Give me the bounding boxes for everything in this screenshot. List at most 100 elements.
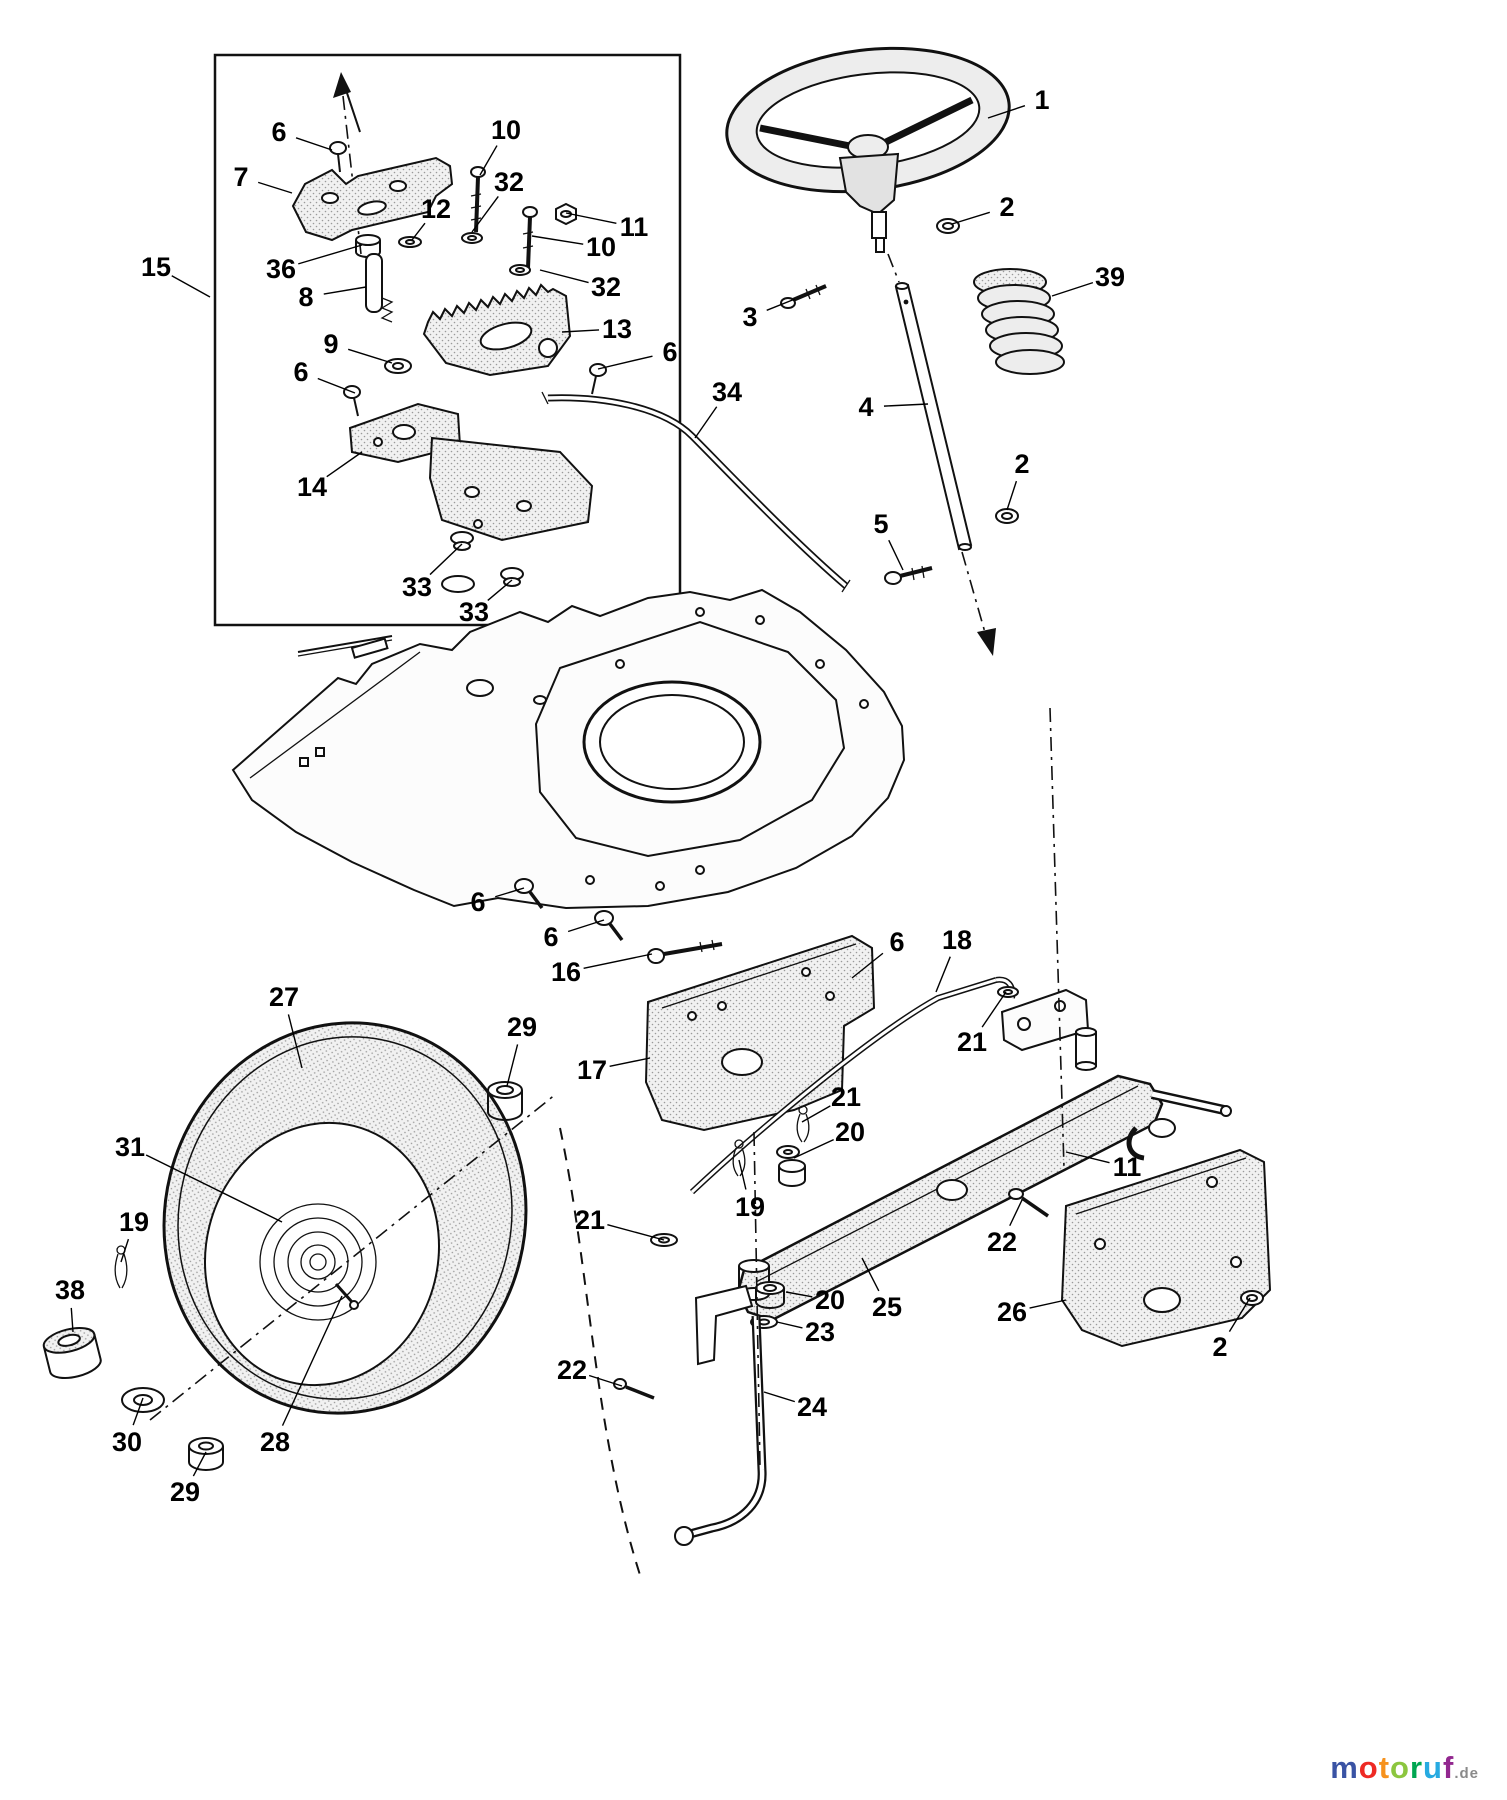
callout-label: 34 [712, 377, 742, 407]
callout-leader [793, 1138, 834, 1159]
callout-leader [487, 579, 513, 601]
callout-leader [888, 539, 904, 571]
callout-label: 39 [1095, 262, 1125, 292]
callout-label: 6 [293, 357, 308, 387]
callout-label: 5 [873, 509, 888, 539]
callout-leader [597, 355, 653, 370]
callout-leader [583, 953, 653, 969]
watermark-letter: u [1423, 1750, 1443, 1785]
callout-leader [192, 1451, 207, 1477]
callout-label: 15 [141, 252, 171, 282]
callout-label: 2 [1212, 1332, 1227, 1362]
callout-label: 8 [298, 282, 313, 312]
callout-leader [851, 952, 884, 979]
callout-label: 1 [1034, 85, 1049, 115]
callout-leader [883, 403, 929, 407]
callout-label: 18 [942, 925, 972, 955]
callout-label: 2 [1014, 449, 1029, 479]
callout-label: 26 [997, 1297, 1027, 1327]
callout-leader [295, 137, 333, 151]
callout-label: 33 [459, 597, 489, 627]
axle-bracket [1060, 1148, 1272, 1348]
callout-leader [495, 887, 525, 898]
steering-wheel-nut [936, 218, 960, 234]
callout-label: 16 [551, 957, 581, 987]
callout-label: 2 [999, 192, 1014, 222]
callout-leader [935, 956, 951, 993]
callout-label: 10 [586, 232, 616, 262]
callout-leader [861, 1257, 880, 1292]
callout-leader [281, 1295, 343, 1426]
callout-leader [145, 1154, 283, 1223]
callout-leader [347, 348, 393, 364]
callout-label: 6 [662, 337, 677, 367]
callout-label: 28 [260, 1427, 290, 1457]
callout-label: 22 [987, 1227, 1017, 1257]
callout-leader [588, 1374, 623, 1387]
steering-boot-spring [973, 268, 1065, 375]
callout-leader [506, 1044, 519, 1087]
steering-wheel [725, 46, 1011, 253]
watermark-letter: t [1378, 1750, 1391, 1785]
watermark-letter: r [1409, 1750, 1424, 1785]
callout-leader [531, 235, 584, 245]
callout-label: 11 [1113, 1152, 1142, 1182]
callout-label: 14 [297, 472, 327, 502]
callout-label: 38 [55, 1275, 85, 1305]
callout-label: 9 [323, 329, 338, 359]
callout-label: 33 [402, 572, 432, 602]
callout-label: 20 [815, 1285, 845, 1315]
callout-label: 21 [575, 1205, 605, 1235]
callout-leader [763, 1391, 796, 1403]
inset-box [213, 53, 682, 627]
callout-leader [609, 1057, 651, 1068]
callout-label: 11 [620, 212, 649, 242]
callout-label: 19 [119, 1207, 149, 1237]
callout-leader [1065, 1151, 1110, 1164]
callout-label: 3 [742, 302, 757, 332]
callout-leader [539, 269, 589, 284]
callout-label: 24 [797, 1392, 827, 1422]
callout-leader [1228, 1297, 1251, 1333]
lower-shaft-fasteners [884, 508, 1019, 585]
watermark-logo: motoruf.de [1330, 1750, 1479, 1786]
callout-leader [801, 1105, 831, 1123]
callout-leader [479, 145, 498, 176]
callout-label: 20 [835, 1117, 865, 1147]
callout-label: 19 [735, 1192, 765, 1222]
callout-label: 31 [115, 1132, 145, 1162]
callout-leader [323, 286, 367, 295]
callout-leader [429, 543, 463, 576]
callout-leader [776, 1321, 803, 1329]
callout-leader [987, 105, 1026, 119]
callout-label: 21 [831, 1082, 861, 1112]
centerlines [149, 707, 1065, 1576]
callout-label: 25 [872, 1292, 902, 1322]
callout-label: 32 [494, 167, 524, 197]
callout-label: 6 [543, 922, 558, 952]
callout-label: 10 [491, 115, 521, 145]
front-wheel [162, 1021, 528, 1415]
sector-gear [422, 283, 572, 377]
watermark-letter: f [1442, 1750, 1455, 1785]
callout-leader [287, 1014, 303, 1069]
callout-leader [951, 211, 991, 225]
callout-label: 13 [602, 314, 632, 344]
watermark-letter: o [1390, 1750, 1410, 1785]
spindle [674, 1284, 767, 1546]
callout-leader [981, 991, 1007, 1028]
callout-label: 22 [557, 1355, 587, 1385]
callout-label: 21 [957, 1027, 987, 1057]
watermark-letter: m [1330, 1750, 1359, 1785]
callout-leader [567, 919, 605, 933]
support-bolt [647, 939, 723, 964]
callout-leader [411, 222, 426, 241]
flange-bushing-upper [487, 1081, 523, 1121]
callout-leader [120, 1238, 130, 1263]
assembly-axis-arrow-top [333, 72, 362, 255]
callout-leader [694, 406, 718, 439]
callout-leader [1029, 1299, 1067, 1309]
lower-bracket [428, 436, 594, 593]
